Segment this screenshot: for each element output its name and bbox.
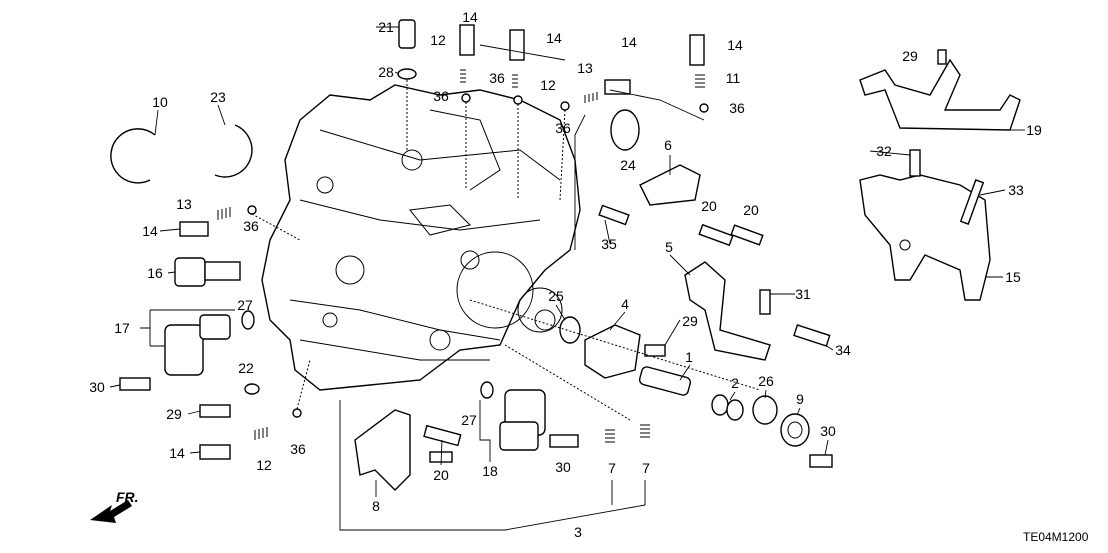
callout-11: 11 bbox=[726, 70, 741, 86]
callout-33: 33 bbox=[1008, 182, 1024, 198]
callout-29: 29 bbox=[682, 313, 698, 329]
callout-35: 35 bbox=[601, 236, 617, 252]
diagram-code: TE04M1200 bbox=[1023, 530, 1089, 544]
callout-14: 14 bbox=[169, 445, 185, 461]
washer-22 bbox=[244, 383, 260, 395]
callout-36: 36 bbox=[243, 218, 259, 234]
callout-27: 27 bbox=[461, 412, 477, 428]
callout-19: 19 bbox=[1026, 122, 1042, 138]
callout-12: 12 bbox=[256, 457, 272, 473]
callout-22: 22 bbox=[238, 360, 254, 376]
plate-6 bbox=[639, 164, 701, 206]
washer-27a bbox=[241, 310, 255, 330]
callout-16: 16 bbox=[147, 265, 163, 281]
callout-14: 14 bbox=[621, 34, 637, 50]
callout-17: 17 bbox=[114, 320, 130, 336]
callout-27: 27 bbox=[237, 297, 253, 313]
plug-21 bbox=[398, 19, 416, 49]
callout-30: 30 bbox=[555, 459, 571, 475]
callout-26: 26 bbox=[758, 373, 774, 389]
washer-28 bbox=[397, 68, 417, 80]
shaft-1 bbox=[638, 366, 692, 396]
callout-20: 20 bbox=[433, 467, 449, 483]
speed-sensor bbox=[164, 314, 231, 376]
callout-34: 34 bbox=[835, 342, 851, 358]
callout-3: 3 bbox=[574, 524, 582, 540]
callout-14: 14 bbox=[462, 9, 478, 25]
callout-14: 14 bbox=[727, 37, 743, 53]
o-rings-36 bbox=[247, 93, 709, 418]
callout-21: 21 bbox=[378, 19, 394, 35]
callout-20: 20 bbox=[743, 202, 759, 218]
callout-12: 12 bbox=[540, 77, 556, 93]
front-direction-arrow-icon bbox=[90, 500, 132, 523]
backup-light-switch bbox=[174, 257, 241, 287]
snap-ring-10 bbox=[110, 128, 156, 184]
callout-29: 29 bbox=[902, 48, 918, 64]
bolts bbox=[119, 24, 985, 468]
callout-14: 14 bbox=[142, 223, 158, 239]
callout-12: 12 bbox=[430, 32, 446, 48]
callout-1: 1 bbox=[685, 349, 693, 365]
callout-9: 9 bbox=[796, 391, 804, 407]
seal-2 bbox=[711, 394, 744, 421]
transmission-mount-bracket bbox=[859, 174, 991, 301]
callout-20: 20 bbox=[701, 198, 717, 214]
callout-7: 7 bbox=[608, 460, 616, 476]
cover-4 bbox=[584, 324, 641, 379]
bracket-8 bbox=[354, 409, 411, 491]
leader-lines bbox=[109, 26, 1025, 531]
callout-25: 25 bbox=[548, 288, 564, 304]
callout-36: 36 bbox=[729, 100, 745, 116]
callout-8: 8 bbox=[372, 498, 380, 514]
bracket-5 bbox=[684, 261, 771, 361]
callout-24: 24 bbox=[620, 157, 636, 173]
callout-36: 36 bbox=[290, 441, 306, 457]
harness-bracket bbox=[859, 58, 1021, 131]
callout-4: 4 bbox=[621, 296, 629, 312]
callout-6: 6 bbox=[664, 137, 672, 153]
callout-7: 7 bbox=[642, 460, 650, 476]
callout-36: 36 bbox=[433, 88, 449, 104]
seal-24 bbox=[610, 109, 640, 151]
callout-28: 28 bbox=[378, 64, 394, 80]
callout-10: 10 bbox=[152, 94, 168, 110]
callout-2: 2 bbox=[731, 375, 739, 391]
seal-25 bbox=[559, 316, 581, 344]
callout-13: 13 bbox=[577, 60, 593, 76]
snap-ring-23 bbox=[214, 124, 253, 178]
callout-14: 14 bbox=[546, 30, 562, 46]
callout-30: 30 bbox=[89, 379, 105, 395]
callout-15: 15 bbox=[1005, 269, 1021, 285]
seal-9 bbox=[780, 413, 810, 447]
springs bbox=[217, 69, 705, 443]
callout-5: 5 bbox=[665, 239, 673, 255]
transmission-housing bbox=[261, 84, 581, 391]
sensor-18 bbox=[499, 389, 546, 451]
callout-18: 18 bbox=[482, 463, 498, 479]
washer-27b bbox=[480, 381, 494, 399]
front-direction-label: FR. bbox=[116, 489, 139, 505]
callout-23: 23 bbox=[210, 89, 226, 105]
callout-36: 36 bbox=[489, 70, 505, 86]
callout-30: 30 bbox=[820, 423, 836, 439]
seal-26 bbox=[752, 395, 778, 425]
callout-32: 32 bbox=[876, 143, 892, 159]
callout-36: 36 bbox=[555, 120, 571, 136]
callout-29: 29 bbox=[166, 406, 182, 422]
callout-13: 13 bbox=[176, 196, 192, 212]
callout-31: 31 bbox=[795, 286, 811, 302]
